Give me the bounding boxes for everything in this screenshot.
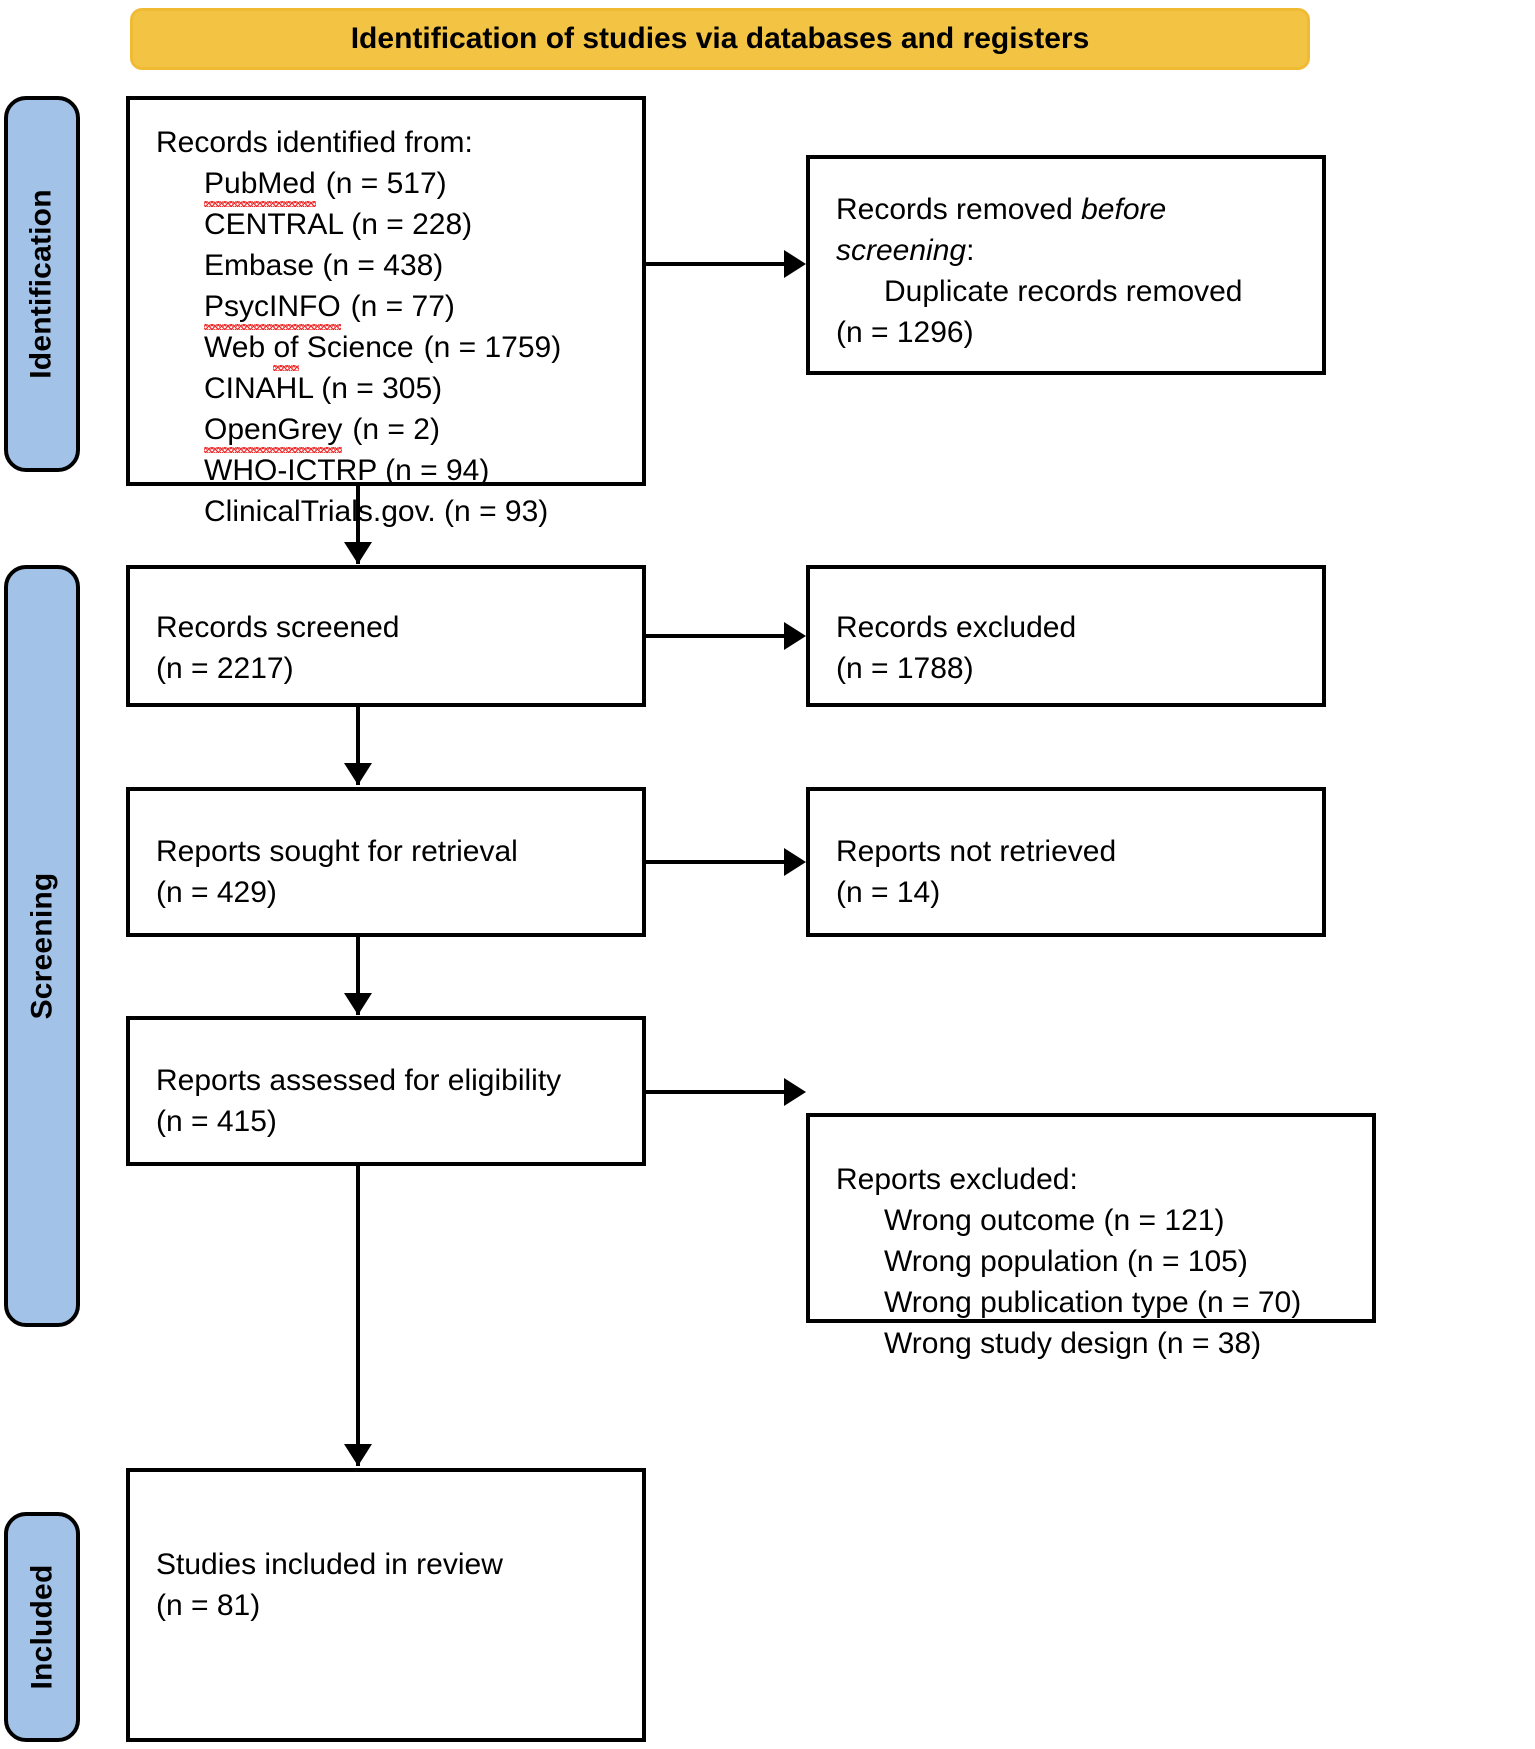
records-removed-line-1: Records removed before xyxy=(836,189,1302,230)
records-screened-label: Records screened xyxy=(156,611,400,644)
source-count-pubmed: (n = 517) xyxy=(325,167,447,200)
box-reports-assessed-for-eligibility: Reports assessed for eligibility (n = 41… xyxy=(126,1016,646,1166)
connector-assessed-to-included-line xyxy=(356,1166,360,1466)
box-records-removed-before-screening: Records removed before screening: Duplic… xyxy=(806,155,1326,375)
phase-bar-screening: Screening xyxy=(4,565,80,1327)
source-line-cinahl: CINAHL (n = 305) xyxy=(204,372,443,405)
box-reports-sought-for-retrieval: Reports sought for retrieval (n = 429) xyxy=(126,787,646,937)
box-studies-included-in-review: Studies included in review (n = 81) xyxy=(126,1468,646,1742)
connector-identified-to-removed-line xyxy=(646,262,786,266)
source-word-science: Science xyxy=(298,331,414,364)
source-count-web-of-science: (n = 1759) xyxy=(423,331,562,364)
records-removed-text-screening: screening xyxy=(836,234,967,267)
page-title: Identification of studies via databases … xyxy=(350,22,1090,55)
records-removed-line-2: screening: xyxy=(836,230,1302,271)
source-line-opengrey: OpenGrey (n = 2) xyxy=(156,409,622,453)
spellcheck-underline-of: of xyxy=(273,327,299,371)
studies-included-label: Studies included in review xyxy=(156,1548,503,1581)
source-line-psycinfo: PsycINFO (n = 77) xyxy=(156,286,622,330)
spellcheck-underline-psycinfo: PsycINFO xyxy=(204,286,341,330)
source-line-web-of-science: Web of Science (n = 1759) xyxy=(156,327,622,371)
reports-assessed-label: Reports assessed for eligibility xyxy=(156,1064,562,1097)
records-removed-line-3: Duplicate records removed xyxy=(884,275,1243,308)
connector-screened-to-sought-line xyxy=(356,707,360,785)
reports-assessed-count: (n = 415) xyxy=(156,1105,277,1138)
source-line-clinicaltrials: ClinicalTrials.gov. (n = 93) xyxy=(204,495,549,528)
connector-identified-to-removed-arrow xyxy=(784,250,806,278)
connector-screened-to-excluded-arrow xyxy=(784,622,806,650)
source-word-web: Web xyxy=(204,331,274,364)
connector-assessed-to-excluded-line xyxy=(646,1090,786,1094)
source-line-central: CENTRAL (n = 228) xyxy=(204,208,473,241)
reports-excluded-reason-wrong-publication-type: Wrong publication type (n = 70) xyxy=(884,1286,1302,1319)
diagram-title-banner: Identification of studies via databases … xyxy=(130,8,1310,70)
phase-label-screening: Screening xyxy=(25,872,59,1020)
connector-screened-to-sought-arrow xyxy=(344,763,372,785)
source-count-opengrey: (n = 2) xyxy=(352,413,440,446)
reports-sought-label: Reports sought for retrieval xyxy=(156,835,518,868)
reports-not-retrieved-count: (n = 14) xyxy=(836,876,941,909)
records-screened-count: (n = 2217) xyxy=(156,652,294,685)
connector-sought-to-notretrieved-arrow xyxy=(784,848,806,876)
reports-sought-count: (n = 429) xyxy=(156,876,277,909)
reports-excluded-reason-wrong-outcome: Wrong outcome (n = 121) xyxy=(884,1204,1225,1237)
source-line-pubmed: PubMed (n = 517) xyxy=(156,163,622,207)
connector-sought-to-assessed-arrow xyxy=(344,993,372,1015)
records-excluded-label: Records excluded xyxy=(836,611,1077,644)
phase-bar-identification: Identification xyxy=(4,96,80,472)
records-removed-line-4: (n = 1296) xyxy=(836,316,974,349)
box-reports-excluded: Reports excluded: Wrong outcome (n = 121… xyxy=(806,1113,1376,1360)
source-count-psycinfo: (n = 77) xyxy=(350,290,455,323)
box-records-screened: Records screened (n = 2217) xyxy=(126,565,646,707)
box-reports-not-retrieved: Reports not retrieved (n = 14) xyxy=(806,787,1326,937)
phase-label-included: Included xyxy=(25,1564,59,1690)
reports-not-retrieved-label: Reports not retrieved xyxy=(836,835,1117,868)
connector-assessed-to-included-arrow xyxy=(344,1444,372,1466)
source-line-embase: Embase (n = 438) xyxy=(204,249,444,282)
connector-identified-to-screened-line xyxy=(356,486,360,564)
spellcheck-underline-opengrey: OpenGrey xyxy=(204,409,343,453)
reports-excluded-reason-wrong-study-design: Wrong study design (n = 38) xyxy=(884,1327,1262,1360)
reports-excluded-reason-wrong-population: Wrong population (n = 105) xyxy=(884,1245,1248,1278)
records-removed-text-colon: : xyxy=(966,234,975,267)
connector-sought-to-notretrieved-line xyxy=(646,860,786,864)
studies-included-count: (n = 81) xyxy=(156,1589,261,1622)
spellcheck-underline-pubmed: PubMed xyxy=(204,163,316,207)
records-excluded-count: (n = 1788) xyxy=(836,652,974,685)
reports-excluded-heading: Reports excluded: xyxy=(836,1163,1078,1196)
phase-bar-included: Included xyxy=(4,1512,80,1742)
connector-screened-to-excluded-line xyxy=(646,634,786,638)
box-records-identified: Records identified from: PubMed (n = 517)… xyxy=(126,96,646,528)
source-line-who-ictrp: WHO-ICTRP (n = 94) xyxy=(204,454,490,487)
phase-label-identification: Identification xyxy=(25,189,58,379)
connector-identified-to-screened-arrow xyxy=(344,542,372,564)
connector-assessed-to-excluded-arrow xyxy=(784,1078,806,1106)
records-removed-text-before: before xyxy=(1081,193,1167,226)
records-identified-heading: Records identified from: xyxy=(156,126,473,159)
connector-sought-to-assessed-line xyxy=(356,937,360,1015)
box-records-excluded: Records excluded (n = 1788) xyxy=(806,565,1326,707)
records-removed-text-a: Records removed xyxy=(836,193,1082,226)
